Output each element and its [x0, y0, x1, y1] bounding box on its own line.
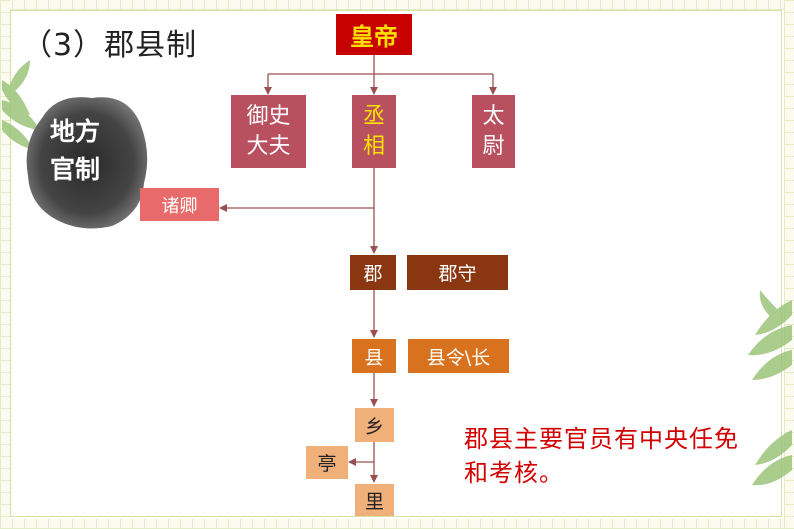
chancellor-label-line2: 相 — [362, 133, 385, 159]
county-node: 县 — [352, 339, 396, 373]
frame-left — [0, 0, 10, 529]
ministers-node: 诸卿 — [140, 188, 219, 221]
commandant-node: 太 尉 — [472, 95, 515, 168]
county-official-node: 县令\长 — [408, 339, 509, 373]
frame-bottom — [0, 519, 794, 529]
leaf-right-icon — [748, 290, 792, 486]
pavilion-node: 亭 — [306, 446, 348, 479]
ink-blot-label: 地方 官制 — [22, 88, 152, 233]
township-node: 乡 — [355, 408, 394, 442]
censor-label-line2: 大夫 — [246, 133, 291, 159]
censor-label-line1: 御史 — [246, 103, 291, 129]
chancellor-label-line1: 丞 — [362, 103, 385, 129]
note-text: 郡县主要官员有中央任免和考核。 — [464, 425, 739, 487]
commandery-official-node: 郡守 — [407, 255, 508, 290]
village-node: 里 — [355, 484, 394, 516]
leaf-left-icon — [2, 60, 40, 150]
frame-top — [0, 0, 794, 10]
commandant-label-line1: 太 — [482, 103, 505, 129]
commandant-label-line2: 尉 — [482, 133, 505, 159]
ink-label-line1: 地方 — [50, 117, 101, 146]
commandery-node: 郡 — [350, 255, 396, 290]
frame-right — [784, 0, 794, 529]
chancellor-node: 丞 相 — [352, 95, 396, 168]
page-title: （3）郡县制 — [22, 28, 198, 63]
inner-frame — [10, 10, 782, 517]
ink-label-line2: 官制 — [50, 155, 101, 184]
ink-blot-icon — [26, 97, 148, 229]
censor-node: 御史 大夫 — [231, 95, 306, 168]
emperor-node: 皇帝 — [336, 14, 412, 55]
